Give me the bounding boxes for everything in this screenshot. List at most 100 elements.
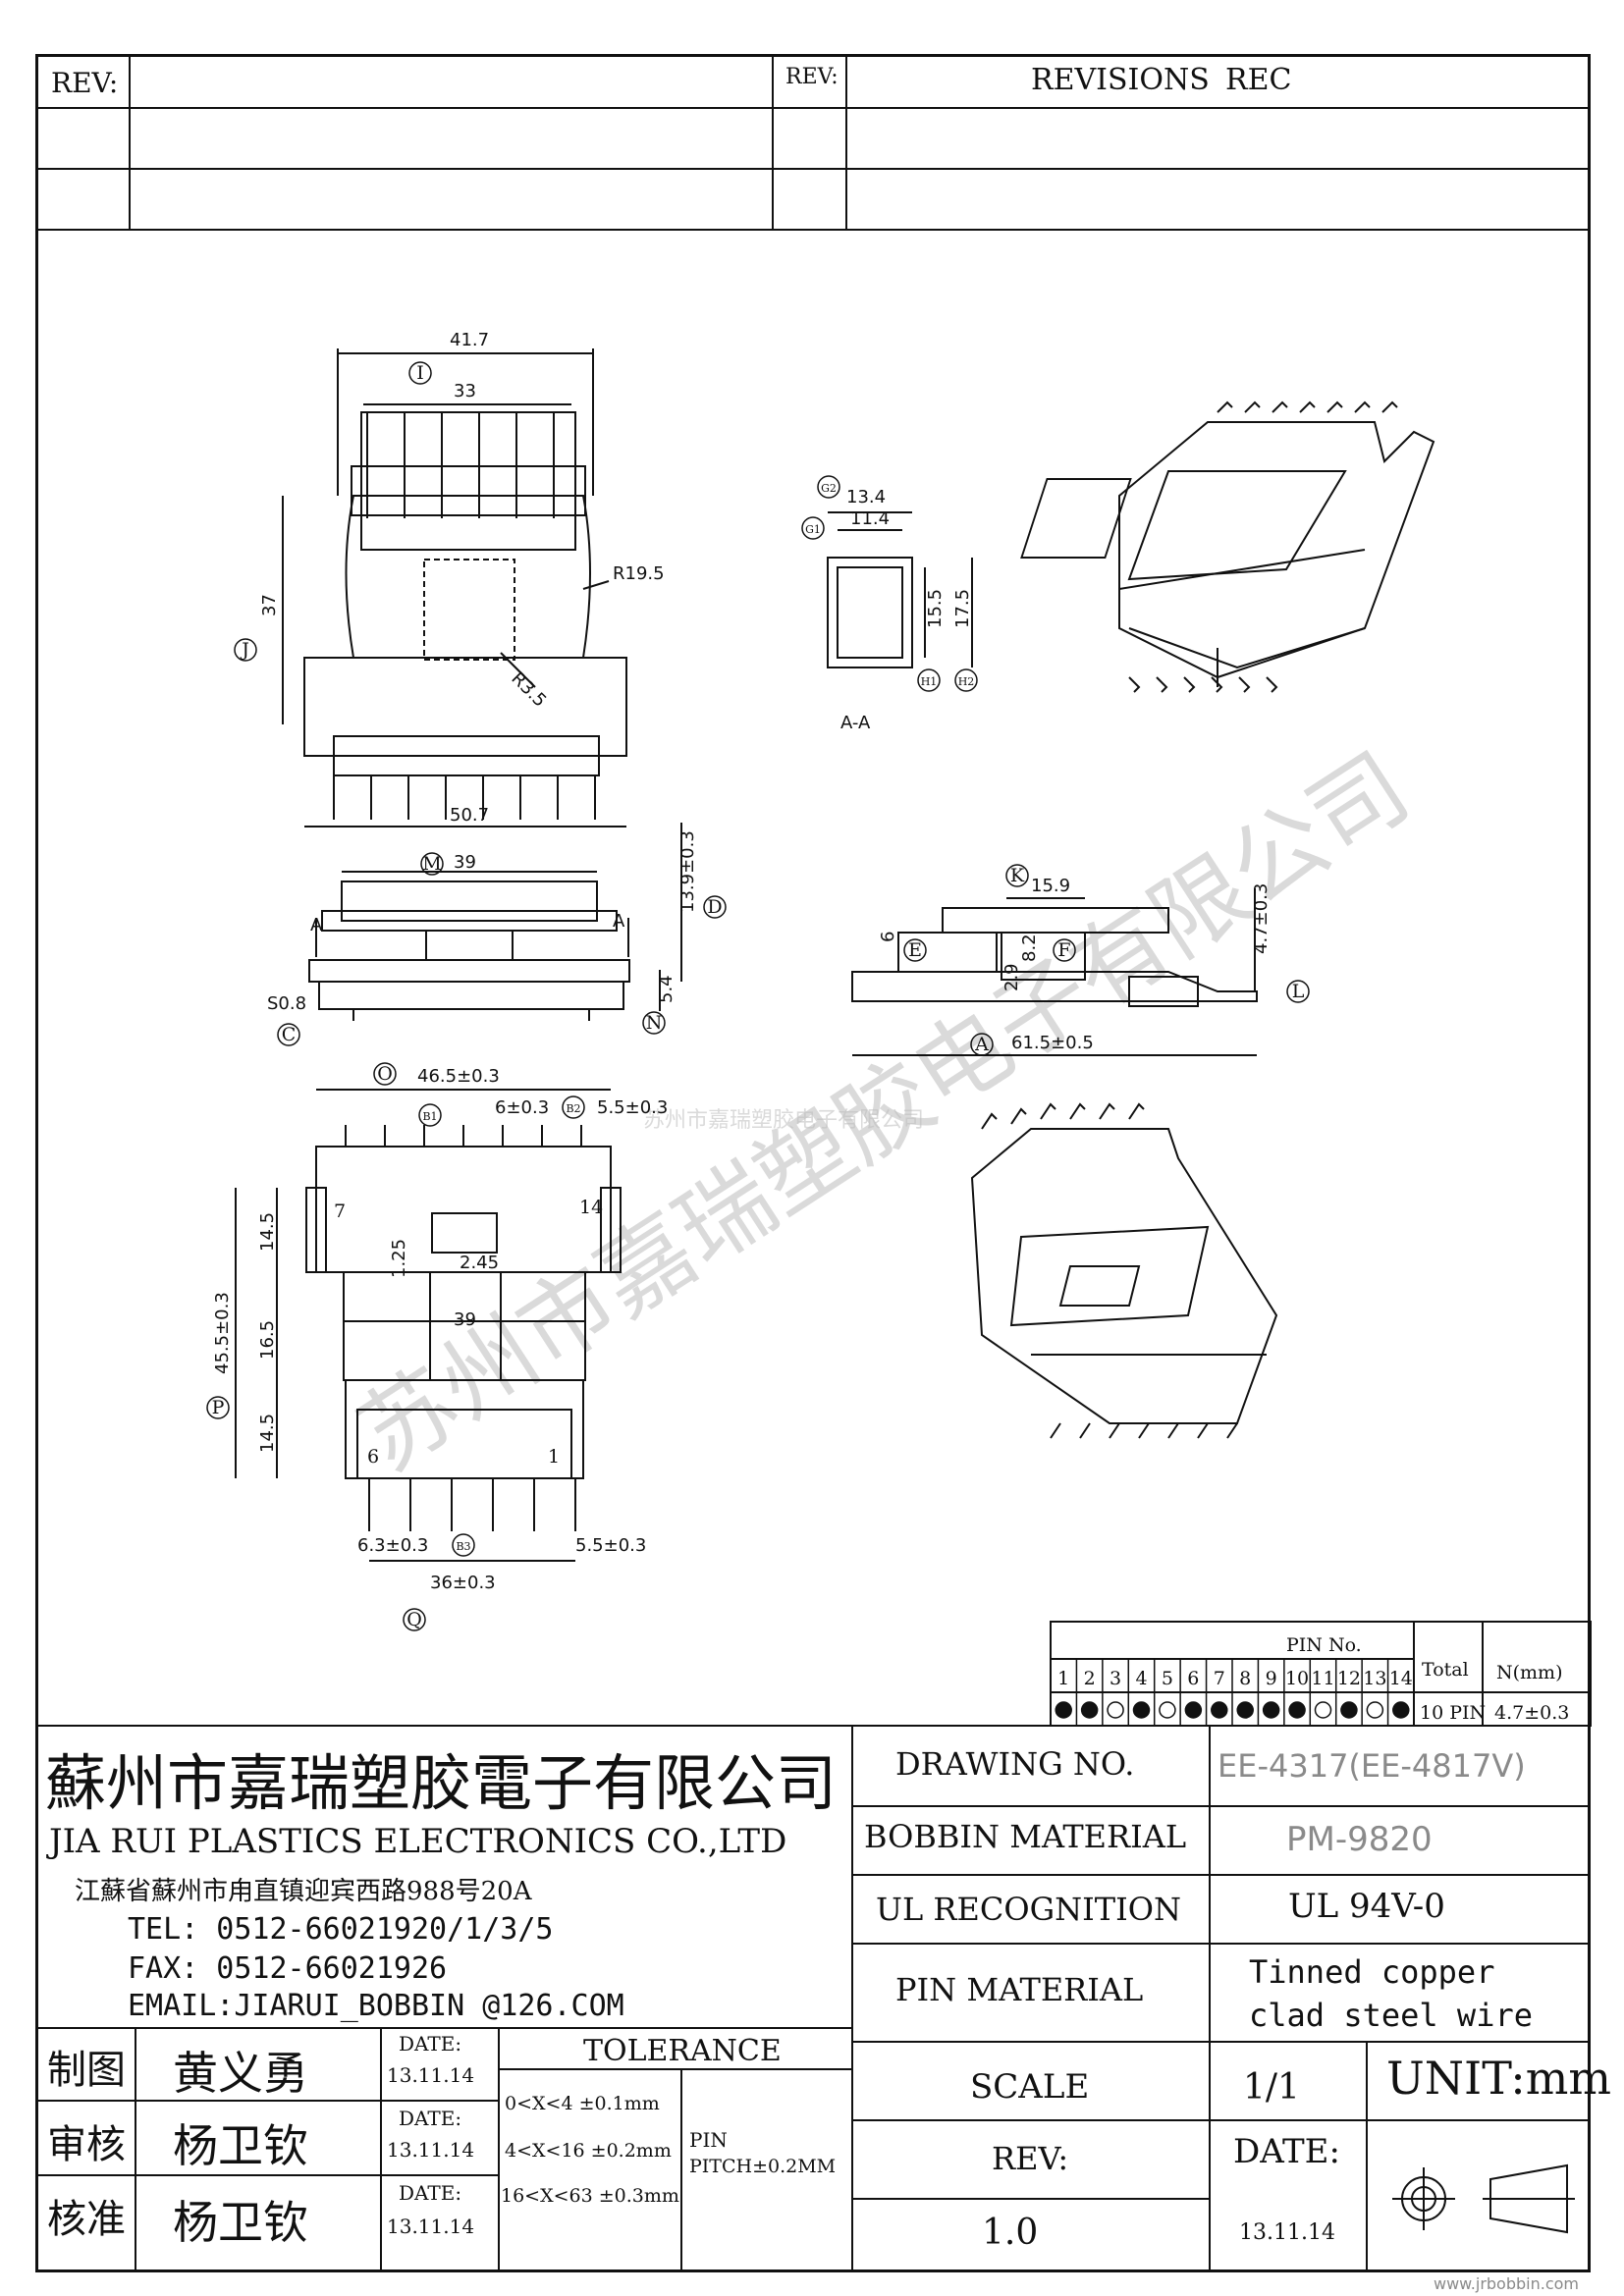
callout-letter: Q [406, 1609, 422, 1630]
company-tel: TEL: 0512-66021920/1/3/5 [128, 1912, 554, 1947]
signoff-role: 审核 [47, 2122, 126, 2167]
pin-filled-dot [1236, 1701, 1254, 1719]
drawing-no-label: DRAWING NO. [895, 1745, 1135, 1783]
dim-text: 15.9 [1031, 876, 1070, 896]
dim-text: 37 [259, 594, 280, 616]
pin-filled-dot [1262, 1701, 1280, 1719]
pin-number-cell: 5 [1162, 1668, 1173, 1689]
side-view [851, 888, 1258, 1056]
dim-text: 13.4 [846, 487, 886, 507]
ul-recognition-label: UL RECOGNITION [876, 1891, 1181, 1928]
isometric-pins [981, 400, 1398, 1439]
dim-text: 33 [454, 381, 476, 401]
signoff-date-label: DATE: [399, 2032, 462, 2056]
pin-number-cell: 13 [1363, 1668, 1386, 1689]
dim-text: 50.7 [450, 805, 489, 826]
pin-number: 1 [548, 1446, 560, 1468]
pin-number: 14 [579, 1197, 603, 1218]
pin-filled-dot [1184, 1701, 1203, 1719]
callout-letter: F [1057, 939, 1070, 961]
pin-material-line1: Tinned copper [1249, 1953, 1495, 1991]
rev-value: 1.0 [982, 2213, 1039, 2253]
dim-text: R19.5 [613, 563, 665, 584]
side-view-dims: 15.9 4.7±0.3 8.2 61.5±0.5 6 2.9 [878, 876, 1272, 1053]
section-mark: A [310, 915, 323, 935]
dim-text: 5.5±0.3 [597, 1097, 668, 1118]
pin-empty-dot [1366, 1701, 1384, 1719]
pin-empty-dot [1314, 1701, 1332, 1719]
callout-letter: P [212, 1397, 225, 1418]
dim-text: 41.7 [450, 330, 489, 350]
front-view-dims: 39 13.9±0.3 5.4 S0.8 A A [267, 830, 698, 1014]
dim-text: R3.5 [507, 668, 550, 712]
pin-filled-dot [1132, 1701, 1151, 1719]
tolerance-row: 0<X<4 ±0.1mm [505, 2093, 660, 2114]
scale-value: 1/1 [1243, 2067, 1300, 2108]
callout-letter: G2 [821, 482, 837, 495]
bottom-view-dims: 46.5±0.3 6±0.3 5.5±0.3 14.5 16.5 14.5 45… [212, 1066, 668, 1593]
pin-table-total-label: Total [1422, 1659, 1469, 1681]
dim-text: 39 [454, 852, 476, 873]
signoff-name: 黄义勇 [173, 2047, 308, 2100]
pin-number-cell: 6 [1187, 1668, 1199, 1689]
pin-table-columns [1075, 1659, 1389, 1726]
pin-empty-dot [1159, 1701, 1176, 1719]
section-mark: A [613, 911, 625, 932]
front-view [308, 823, 682, 1021]
drawing-no-value: EE-4317(EE-4817V) [1218, 1747, 1526, 1785]
dim-text: 36±0.3 [430, 1573, 496, 1593]
section-view [827, 511, 973, 668]
bobbin-material-label: BOBBIN MATERIAL [864, 1818, 1187, 1855]
dim-text: 13.9±0.3 [677, 830, 698, 913]
dim-text: 46.5±0.3 [417, 1066, 500, 1087]
pin-table-n-value: 4.7±0.3 [1494, 1702, 1569, 1724]
callout-letter: E [908, 939, 922, 961]
dim-text: 6 [878, 932, 898, 942]
callout-letter: B2 [566, 1102, 580, 1115]
dim-text: 2.45 [460, 1253, 499, 1273]
pin-number: 6 [367, 1446, 379, 1468]
pin-number-cell: 14 [1389, 1668, 1413, 1689]
dim-text: 5.5±0.3 [575, 1535, 646, 1556]
callout-letter: J [240, 639, 249, 661]
rec-label: REC [1225, 63, 1292, 97]
callout-letter: D [707, 896, 722, 918]
company-name-cn: 蘇州市嘉瑞塑胶電子有限公司 [45, 1747, 838, 1819]
drawing-frame [35, 54, 1591, 2272]
signoff-date: 13.11.14 [387, 2063, 475, 2087]
dim-text: 5.4 [656, 975, 677, 1003]
tolerance-title: TOLERANCE [583, 2034, 782, 2068]
callout-letter: K [1010, 865, 1025, 886]
top-view [282, 348, 627, 828]
tolerance-pin-label: PIN [689, 2128, 728, 2152]
rev-label-left: REV: [51, 67, 119, 99]
pin-material-label: PIN MATERIAL [895, 1971, 1144, 2008]
unit-label: UNIT:mm [1386, 2052, 1611, 2105]
signoff-date: 13.11.14 [387, 2138, 475, 2162]
dim-text: 61.5±0.5 [1011, 1033, 1094, 1053]
signoff-role: 核准 [47, 2197, 126, 2242]
company-address: 江蘇省蘇州市甪直镇迎宾西路988号20A [75, 1877, 532, 1906]
dim-text: S0.8 [267, 993, 306, 1014]
pin-filled-dot [1288, 1701, 1306, 1719]
callout-letter: A [974, 1034, 989, 1055]
bobbin-material-value: PM-9820 [1286, 1820, 1433, 1859]
callout-letter: B3 [456, 1540, 470, 1553]
pin-number-cell: 11 [1311, 1668, 1334, 1689]
pin-number: 7 [334, 1201, 346, 1222]
footer-url: www.jrbobbin.com [1434, 2274, 1579, 2293]
callout-letters: I J G2 G1 H1 H2 M D N C K E F L A O B1 B… [212, 362, 1305, 1630]
dim-text: 14.5 [257, 1414, 278, 1453]
pin-filled-dot [1211, 1701, 1228, 1719]
section-label: A-A [840, 713, 871, 733]
callouts [206, 361, 1310, 1631]
pin-number-cell: 12 [1337, 1668, 1361, 1689]
dim-text: 1.25 [389, 1239, 409, 1278]
dim-text: 16.5 [257, 1320, 278, 1360]
pin-number-cell: 10 [1285, 1668, 1309, 1689]
tolerance-row: 4<X<16 ±0.2mm [505, 2140, 672, 2162]
callout-letter: H1 [921, 675, 938, 688]
